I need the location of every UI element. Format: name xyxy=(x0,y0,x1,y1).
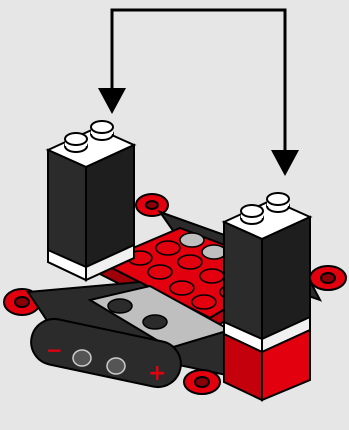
plus-mark: + xyxy=(148,361,166,386)
white-black-brick-right xyxy=(224,193,310,400)
red-axle-pin-bottom xyxy=(184,370,220,394)
minus-mark: − xyxy=(46,338,63,362)
white-black-brick-left xyxy=(48,121,134,280)
red-axle-pin-right-rear xyxy=(310,266,346,290)
